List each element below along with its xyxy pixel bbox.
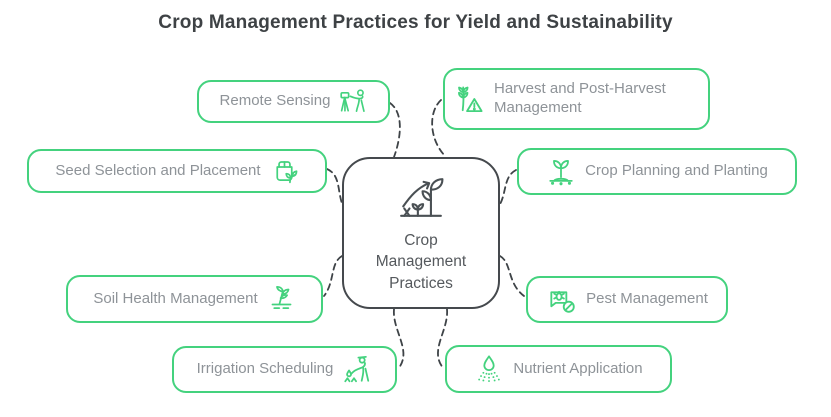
connector-nutrient [437, 308, 448, 370]
seedling-icon [546, 157, 576, 187]
node-nutrient-label: Nutrient Application [513, 359, 643, 377]
node-irrigation-scheduling: Irrigation Scheduling [172, 346, 397, 393]
center-node-label: Crop Management Practices [375, 232, 467, 292]
node-soil-health-label: Soil Health Management [93, 289, 258, 307]
node-harvest-post-harvest: Harvest and Post-Harvest Management [443, 68, 710, 130]
growth-plant-icon [394, 174, 448, 225]
connector-irrigation [393, 308, 405, 370]
node-harvest-label: Harvest and Post-Harvest Management [494, 80, 666, 116]
connector-remote-sensing [389, 102, 401, 158]
node-pest-label: Pest Management [586, 290, 708, 308]
node-soil-health: Soil Health Management [66, 275, 323, 323]
node-crop-planning: Crop Planning and Planting [517, 148, 797, 195]
node-seed-selection-label: Seed Selection and Placement [55, 161, 261, 179]
wheat-warning-icon [454, 84, 485, 115]
node-seed-selection: Seed Selection and Placement [27, 149, 327, 193]
farmer-watering-icon [342, 355, 372, 385]
connector-harvest [431, 99, 447, 158]
page-title: Crop Management Practices for Yield and … [158, 12, 673, 33]
soil-plant-icon [267, 285, 296, 314]
center-node-crop-management: Crop Management Practices [342, 157, 500, 309]
node-crop-planning-label: Crop Planning and Planting [585, 162, 768, 180]
surveyor-telescope-icon [339, 88, 367, 116]
node-irrigation-label: Irrigation Scheduling [196, 360, 334, 378]
node-pest-management: Pest Management [526, 276, 728, 323]
pest-prohibition-icon [546, 284, 577, 315]
connector-seed-selection [326, 168, 344, 207]
droplet-spray-icon [474, 354, 504, 384]
node-remote-sensing-label: Remote Sensing [219, 92, 331, 110]
connector-pest [499, 255, 525, 297]
seed-bag-sprout-icon [270, 157, 299, 186]
connector-soil-health [323, 255, 343, 297]
node-remote-sensing: Remote Sensing [197, 80, 390, 123]
connector-crop-planning [498, 169, 517, 207]
node-nutrient-application: Nutrient Application [445, 345, 672, 393]
